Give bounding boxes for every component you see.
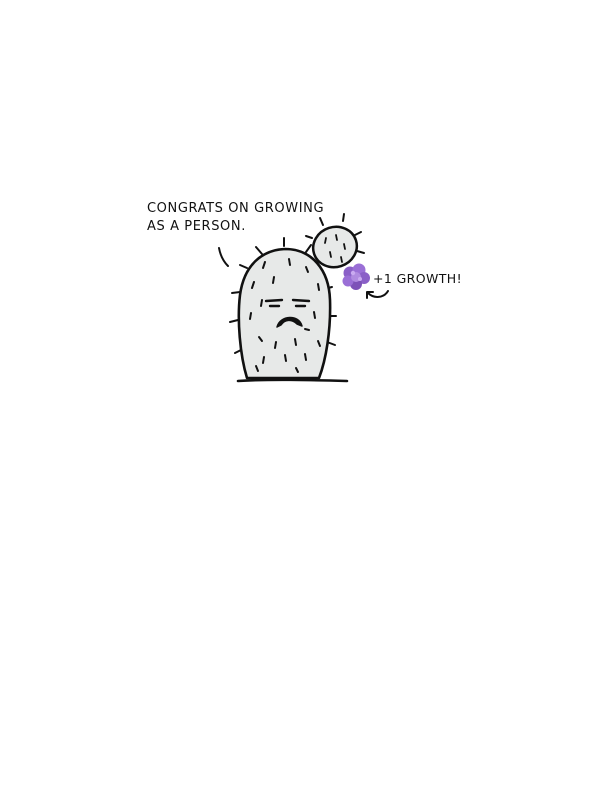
right-eye [291,298,311,303]
cactus-face [264,298,311,308]
speech-pointer [218,247,229,267]
purple-flower [342,263,370,290]
small-cactus-pad [311,225,359,269]
speech-line-2: AS A PERSON. [147,219,246,234]
frowning-mouth [276,316,303,328]
main-body-needles [249,258,321,373]
left-eye [264,298,284,303]
ground-line [236,378,349,383]
main-cactus-body [237,247,332,380]
growth-arrow-head [366,291,374,299]
growth-label: +1 GROWTH! [373,271,463,286]
speech-line-1: CONGRATS ON GROWING [147,201,325,216]
speech-text: CONGRATS ON GROWING AS A PERSON. [147,200,347,236]
small-pad-spines [305,213,365,254]
small-pad-needles [324,234,346,263]
growth-arrow [367,290,389,298]
